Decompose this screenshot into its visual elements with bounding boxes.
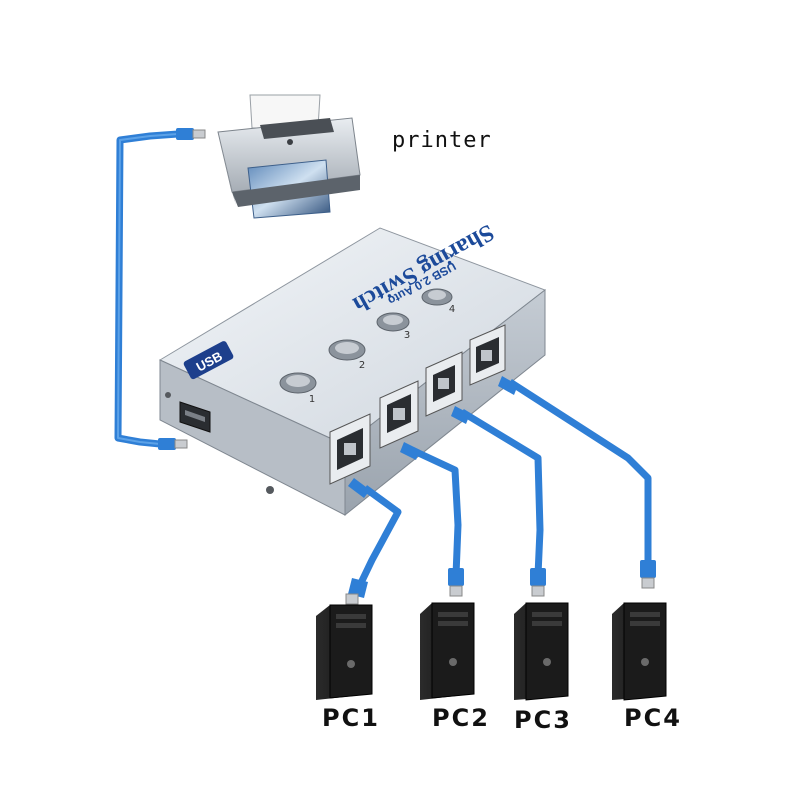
select-button-4[interactable] (422, 289, 452, 305)
select-button-3[interactable] (377, 313, 409, 331)
button-number-3: 3 (404, 330, 410, 341)
pc4-label: PC4 (624, 704, 682, 732)
printer (218, 95, 360, 218)
pc2-label: PC2 (432, 704, 490, 732)
pc3-label: PC3 (514, 706, 572, 734)
button-number-1: 1 (309, 394, 315, 405)
button-number-4: 4 (449, 304, 455, 315)
pc2-cable (400, 442, 464, 596)
pc1-tower (316, 605, 372, 700)
pc4-tower (612, 603, 666, 700)
pc1-label: PC1 (322, 704, 380, 732)
usb-sharing-switch: USB Sharing Switch USB 2.0 Auto 1 2 3 4 (160, 219, 545, 515)
pc2-tower (420, 603, 474, 700)
select-button-1[interactable] (280, 373, 316, 393)
select-button-2[interactable] (329, 340, 365, 360)
power-jack-icon (266, 486, 274, 494)
button-number-2: 2 (359, 360, 365, 371)
pc3-tower (514, 603, 568, 700)
pc4-cable (498, 376, 656, 588)
screw-icon (165, 392, 171, 398)
pc3-cable (451, 406, 546, 596)
printer-label: printer (392, 128, 492, 153)
